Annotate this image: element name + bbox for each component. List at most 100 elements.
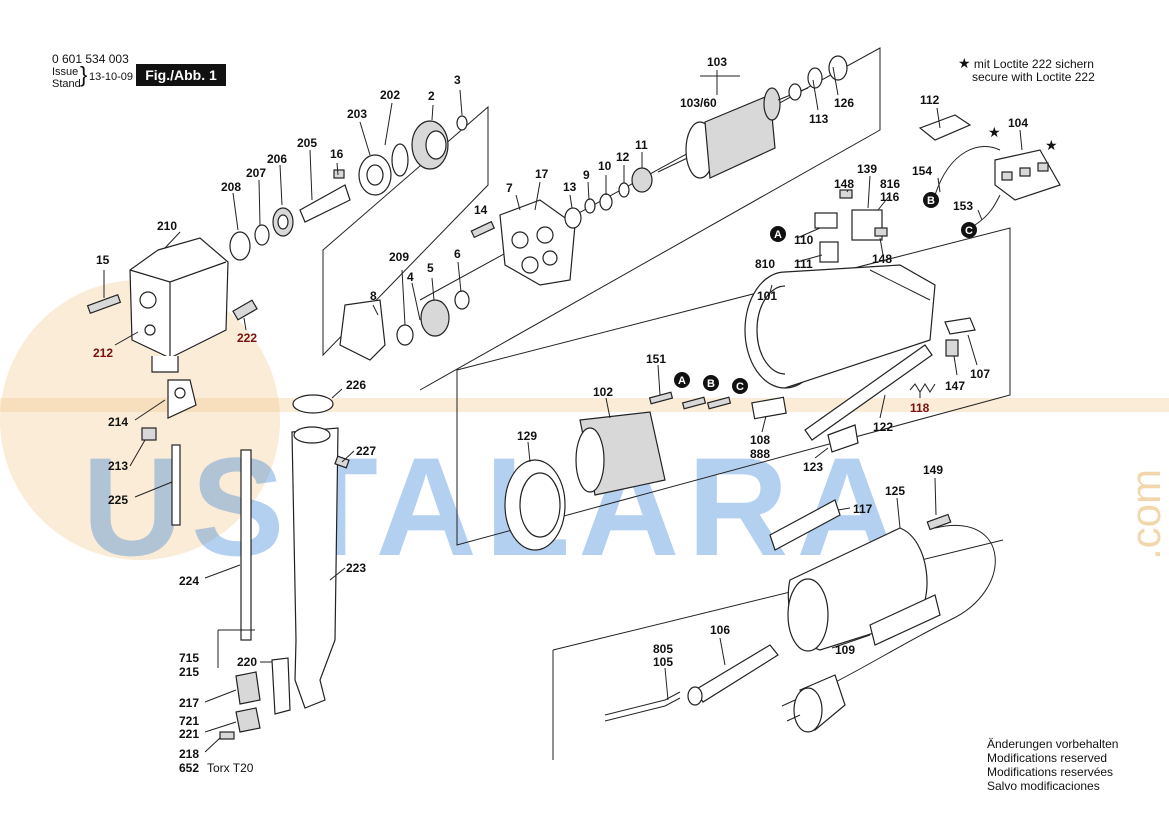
- label-223: 223: [346, 561, 366, 575]
- label-14: 14: [474, 203, 488, 217]
- part-labels: 103 103/60 126 113 202 2 3 203 205 16 20…: [93, 55, 1028, 775]
- label-104: 104: [1008, 116, 1028, 130]
- label-224: 224: [179, 574, 199, 588]
- washer-10: [599, 193, 613, 211]
- watermark-text: USTALARA: [82, 428, 906, 585]
- screw-148-lower: [874, 227, 888, 237]
- footer-line-es: Salvo modificaciones: [987, 779, 1100, 793]
- label-123: 123: [803, 460, 823, 474]
- brush-holder-110: [814, 212, 838, 229]
- svg-text:A: A: [678, 375, 686, 387]
- label-109: [869, 594, 941, 646]
- label-221: 221: [179, 727, 199, 741]
- issue-label-de: Stand: [52, 78, 81, 90]
- field-coil: [575, 411, 666, 496]
- label-111: 111: [794, 257, 813, 271]
- gasket-8: [339, 299, 386, 361]
- label-816: 816: [880, 177, 900, 191]
- label-148-a: 148: [834, 177, 854, 191]
- callout-c-2: C: [961, 222, 977, 238]
- label-202: 202: [380, 88, 400, 102]
- callout-b-1: B: [703, 375, 719, 391]
- blade-217: [235, 671, 261, 705]
- label-11: 11: [635, 138, 648, 152]
- ring-12: [618, 182, 630, 198]
- slider-123: [827, 424, 859, 453]
- label-210: 210: [157, 219, 177, 233]
- loctite-note-line1: mit Loctite 222 sichern: [973, 57, 1094, 71]
- star-icon-104: ★: [988, 124, 1001, 140]
- bolt-225: [171, 444, 181, 526]
- label-6: 6: [454, 247, 461, 261]
- ring-126: [828, 55, 848, 81]
- label-721: 721: [179, 714, 199, 728]
- callout-c-1: C: [732, 378, 748, 394]
- power-cord: [819, 525, 996, 691]
- watermark-suffix: .com: [1122, 469, 1169, 560]
- issue-labels: Issue Stand: [52, 66, 81, 90]
- label-225: 225: [108, 493, 128, 507]
- label-209: 209: [389, 250, 409, 264]
- label-7: 7: [506, 181, 513, 195]
- screw-148-upper: [839, 189, 853, 199]
- label-109: 109: [835, 643, 855, 657]
- label-4: 4: [407, 270, 414, 284]
- label-148-b: 148: [872, 252, 892, 266]
- star-icon: ★: [958, 55, 971, 71]
- gear-train: [229, 115, 468, 261]
- switch-assembly: [918, 114, 1061, 226]
- o-ring-226: [292, 394, 334, 414]
- label-13: 13: [563, 180, 577, 194]
- svg-text:B: B: [927, 195, 935, 207]
- label-102: 102: [593, 385, 613, 399]
- label-9: 9: [583, 168, 590, 182]
- screw-14: [470, 220, 496, 239]
- label-227: 227: [356, 444, 376, 458]
- label-17: 17: [535, 167, 549, 181]
- bearing-11: [631, 167, 653, 193]
- label-118: 118: [910, 401, 930, 415]
- label-217: 217: [179, 696, 199, 710]
- ring-9: [584, 198, 596, 214]
- label-151: 151: [646, 352, 666, 366]
- label-715: 715: [179, 651, 199, 665]
- label-206: 206: [267, 152, 287, 166]
- label-125: 125: [885, 484, 905, 498]
- rod-224: [240, 449, 252, 641]
- bearing-flange: [499, 199, 576, 286]
- label-12: 12: [616, 150, 630, 164]
- loctite-note-line2: secure with Loctite 222: [972, 70, 1095, 84]
- torx-note: Torx T20: [207, 761, 254, 775]
- label-226: 226: [346, 378, 366, 392]
- label-153: 153: [953, 199, 973, 213]
- screw-218: [219, 731, 235, 740]
- label-810: 810: [755, 257, 775, 271]
- blade-220: [271, 657, 291, 715]
- star-icon-104b: ★: [1045, 137, 1058, 153]
- bearing-6: [454, 290, 470, 310]
- label-208: 208: [221, 180, 241, 194]
- label-220: 220: [237, 655, 257, 669]
- leader-lines: [103, 66, 1023, 753]
- armature: [657, 83, 809, 179]
- label-117: [769, 499, 841, 551]
- label-101: 101: [757, 289, 777, 303]
- label-805: 805: [653, 642, 673, 656]
- brace-glyph: }: [80, 62, 88, 87]
- footer-line-fr: Modifications reservées: [987, 765, 1114, 779]
- label-149: 149: [923, 463, 943, 477]
- label-2: 2: [428, 89, 435, 103]
- svg-text:B: B: [707, 378, 715, 390]
- brush-111: [819, 241, 839, 263]
- footer-line-en: Modifications reserved: [987, 751, 1108, 765]
- label-888: 888: [750, 447, 770, 461]
- label-207: 207: [246, 166, 266, 180]
- screw-147: [945, 339, 959, 357]
- label-139: 139: [857, 162, 877, 176]
- label-212: 212: [93, 346, 113, 360]
- callout-a-1: A: [674, 372, 690, 388]
- label-107: 107: [970, 367, 990, 381]
- label-129: 129: [517, 429, 537, 443]
- switch-rod-122: [804, 344, 933, 441]
